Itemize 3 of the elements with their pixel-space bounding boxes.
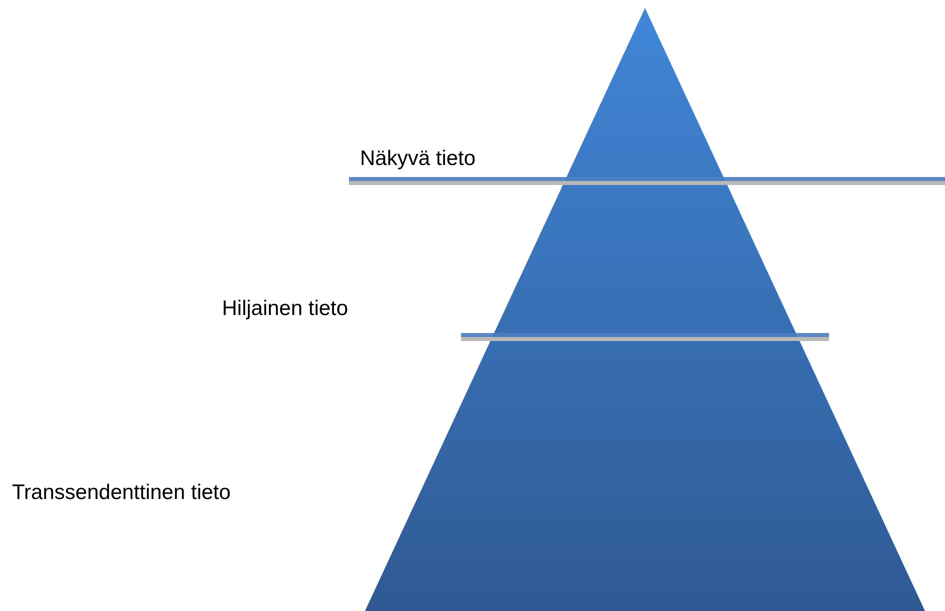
- level-label: Hiljainen tieto: [222, 296, 348, 322]
- level-label: Transsendenttinen tieto: [12, 480, 231, 506]
- level-label: Näkyvä tieto: [360, 146, 476, 172]
